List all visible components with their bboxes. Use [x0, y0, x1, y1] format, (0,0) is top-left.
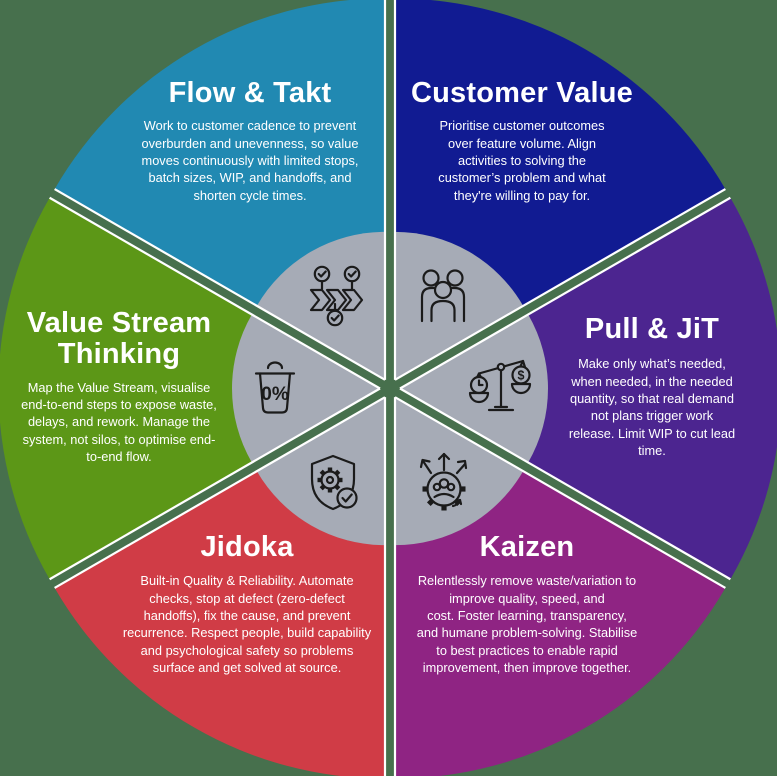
- dollar-label: $: [518, 369, 525, 383]
- sector-title: Customer Value: [411, 77, 633, 109]
- sector-title: Value Stream Thinking: [26, 307, 212, 371]
- zero-percent-label: 0%: [261, 384, 289, 405]
- check-circle-icon: [336, 487, 358, 509]
- center-circle-sector: [395, 231, 524, 380]
- balance-time-money-icon: $: [468, 359, 532, 412]
- sector-body: Make only what’s needed, when needed, in…: [568, 356, 736, 459]
- sector-customer-value-text: Customer Value Prioritise customer outco…: [393, 77, 651, 204]
- sector-body: Built-in Quality & Reliability. Automate…: [122, 573, 372, 676]
- sector-wedge-jidoka: [54, 396, 387, 776]
- sector-divider-line: [49, 196, 381, 390]
- sector-flow-takt-text: Flow & Takt Work to customer cadence to …: [116, 77, 384, 204]
- sector-body: Work to customer cadence to prevent over…: [141, 118, 359, 203]
- sector-wedge-flow-takt: [54, 0, 387, 381]
- sector-divider-line: [394, 188, 726, 381]
- zero-waste-bin-icon: 0%: [254, 361, 296, 414]
- sector-jidoka-text: Jidoka Built-in Quality & Reliability. A…: [97, 531, 397, 677]
- sector-title: Pull & JiT: [584, 313, 720, 345]
- sector-body: Map the Value Stream, visualise end-to-e…: [21, 379, 217, 465]
- center-icons-layer: $: [254, 265, 532, 511]
- sector-body: Prioritise customer outcomes over featur…: [438, 118, 606, 203]
- sector-divider-line: [49, 387, 381, 581]
- sector-title: Jidoka: [200, 531, 294, 563]
- center-circle-sector: [256, 231, 385, 380]
- sector-kaizen-text: Kaizen Relentlessly remove waste/variati…: [377, 531, 677, 677]
- sector-divider-line: [399, 196, 731, 390]
- center-circle-sector: [232, 314, 380, 463]
- sector-title: Flow & Takt: [168, 77, 332, 109]
- shield-gear-check-icon: [310, 454, 358, 511]
- sector-body: Relentlessly remove waste/variation to i…: [416, 573, 638, 676]
- sector-title: Kaizen: [479, 531, 575, 563]
- sector-value-stream-thinking-text: Value Stream Thinking Map the Value Stre…: [11, 307, 227, 466]
- people-group-icon: [420, 269, 466, 323]
- sector-divider-line: [54, 396, 386, 589]
- sector-divider-line: [394, 396, 726, 589]
- sector-divider-line: [54, 188, 386, 381]
- gear-people-arrows-icon: [419, 452, 468, 511]
- sector-wedge-vst: [0, 196, 381, 581]
- process-flow-checks-icon: [309, 265, 364, 327]
- sector-divider-line: [399, 387, 731, 581]
- sector-pull-jit-text: Pull & JiT Make only what’s needed, when…: [534, 313, 770, 460]
- center-circle-sector: [256, 397, 385, 546]
- sector-wedge-customer-value: [393, 0, 726, 381]
